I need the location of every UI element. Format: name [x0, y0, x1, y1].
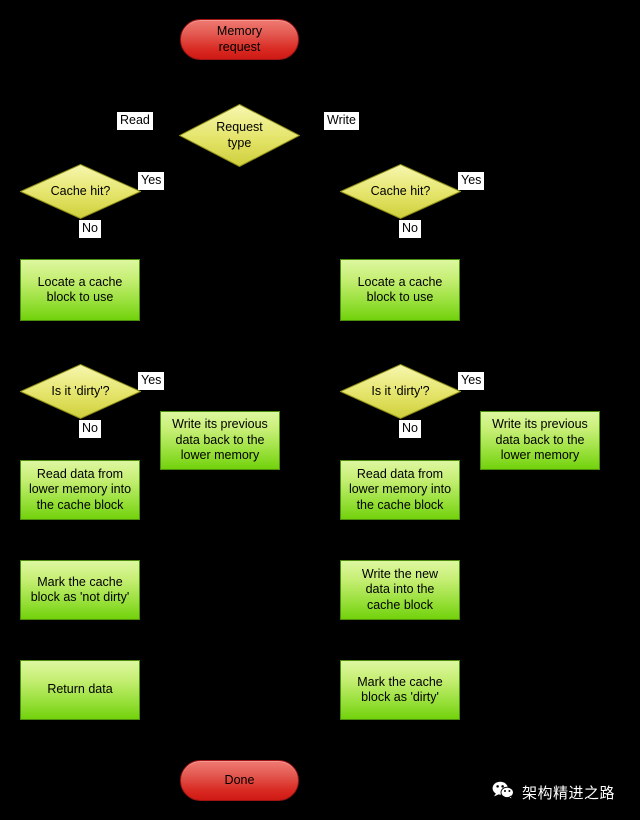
diamond-shape-icon	[340, 364, 461, 419]
watermark-text: 架构精进之路	[522, 784, 616, 802]
node-write-is-dirty-label: Is it 'dirty'?	[371, 383, 430, 398]
edge-label-read-dirty-no-text: No	[82, 421, 98, 435]
edge-label-write: Write	[324, 112, 359, 130]
connector-write-down	[400, 128, 401, 164]
node-done[interactable]: Done	[180, 760, 299, 801]
edge-label-write-hit-yes-text: Yes	[461, 173, 482, 187]
edge-label-read-hit-yes-text: Yes	[141, 173, 162, 187]
edge-label-read-dirty-no: No	[79, 420, 101, 438]
connector-read-locate-to-dirty	[80, 320, 81, 364]
connector-write-dirty-yes	[460, 396, 480, 397]
edge-label-read: Read	[117, 112, 153, 130]
edge-label-read-hit-no: No	[79, 220, 101, 238]
watermark: 架构精进之路	[492, 781, 615, 805]
diamond-shape-icon	[20, 164, 141, 219]
node-memory-request-label: Memory request	[216, 24, 263, 54]
node-write-writeback-label: Write its previous data back to the lowe…	[492, 417, 588, 463]
edge-label-write-hit-no-text: No	[402, 221, 418, 235]
edge-label-write-hit-yes: Yes	[458, 172, 485, 190]
edge-label-write-text: Write	[327, 113, 356, 127]
edge-label-write-hit-no: No	[399, 220, 421, 238]
connector-read-dirty-no	[80, 418, 81, 460]
edge-label-read-text: Read	[120, 113, 150, 127]
node-request-type-label: Request type	[216, 120, 263, 150]
edge-label-write-dirty-yes: Yes	[458, 372, 485, 390]
node-read-fill-block-label: Read data from lower memory into the cac…	[28, 466, 132, 512]
connector-write-dirty-yes-down	[480, 396, 481, 412]
node-read-cache-hit-label: Cache hit?	[50, 183, 111, 198]
edge-label-read-hit-yes: Yes	[138, 172, 165, 190]
node-write-writeback[interactable]: Write its previous data back to the lowe…	[480, 411, 600, 470]
connector-write-hit-no	[400, 218, 401, 260]
node-memory-request[interactable]: Memory request	[180, 19, 299, 60]
node-write-is-dirty[interactable]: Is it 'dirty'?	[340, 364, 461, 419]
node-write-cache-hit[interactable]: Cache hit?	[340, 164, 461, 219]
node-read-locate-block-label: Locate a cache block to use	[37, 274, 123, 305]
node-read-is-dirty-label: Is it 'dirty'?	[51, 383, 110, 398]
node-write-store-data[interactable]: Write the new data into the cache block	[340, 560, 460, 620]
node-read-writeback-label: Write its previous data back to the lowe…	[172, 417, 268, 463]
node-read-locate-block[interactable]: Locate a cache block to use	[20, 259, 140, 321]
edge-label-read-hit-no-text: No	[82, 221, 98, 235]
connector-read-dirty-yes-down	[160, 396, 161, 412]
node-read-mark-not-dirty-label: Mark the cache block as 'not dirty'	[30, 574, 130, 605]
node-write-store-data-label: Write the new data into the cache block	[361, 566, 439, 612]
connector-write-mark-to-done	[400, 720, 401, 780]
node-read-return-data-label: Return data	[47, 682, 113, 697]
edge-label-write-dirty-no: No	[399, 420, 421, 438]
node-request-type[interactable]: Request type	[179, 104, 300, 167]
connector-write-dirty-no	[400, 418, 401, 460]
connector-read-return-to-done	[80, 720, 81, 780]
node-write-fill-block[interactable]: Read data from lower memory into the cac…	[340, 460, 460, 520]
connector-read-to-done	[80, 780, 180, 781]
node-read-writeback[interactable]: Write its previous data back to the lowe…	[160, 411, 280, 470]
node-read-is-dirty[interactable]: Is it 'dirty'?	[20, 364, 141, 419]
connector-start-to-request-type	[239, 60, 240, 104]
edge-label-write-dirty-yes-text: Yes	[461, 373, 482, 387]
node-write-mark-dirty-label: Mark the cache block as 'dirty'	[357, 674, 443, 705]
connector-write-store-to-mark	[400, 620, 401, 660]
diamond-shape-icon	[20, 364, 141, 419]
wechat-icon	[492, 781, 514, 805]
node-write-mark-dirty[interactable]: Mark the cache block as 'dirty'	[340, 660, 460, 720]
connector-read-fill-to-mark	[80, 520, 81, 560]
diamond-shape-icon	[340, 164, 461, 219]
node-read-fill-block[interactable]: Read data from lower memory into the cac…	[20, 460, 140, 520]
edge-label-read-dirty-yes: Yes	[138, 372, 165, 390]
connector-read-mark-to-return	[80, 620, 81, 660]
edge-label-write-dirty-no-text: No	[402, 421, 418, 435]
connector-write-fill-to-store	[400, 520, 401, 560]
node-write-cache-hit-label: Cache hit?	[370, 183, 431, 198]
connector-write-locate-to-dirty	[400, 320, 401, 364]
node-read-mark-not-dirty[interactable]: Mark the cache block as 'not dirty'	[20, 560, 140, 620]
connector-read-hit-no	[80, 218, 81, 260]
node-write-fill-block-label: Read data from lower memory into the cac…	[348, 466, 452, 512]
node-done-label: Done	[224, 772, 255, 787]
diamond-shape-icon	[179, 104, 300, 167]
node-write-locate-block-label: Locate a cache block to use	[357, 274, 443, 305]
edge-label-read-dirty-yes-text: Yes	[141, 373, 162, 387]
node-read-return-data[interactable]: Return data	[20, 660, 140, 720]
node-write-locate-block[interactable]: Locate a cache block to use	[340, 259, 460, 321]
connector-write-to-done	[300, 780, 400, 781]
connector-read-down	[80, 128, 81, 164]
connector-read-dirty-yes	[140, 396, 160, 397]
node-read-cache-hit[interactable]: Cache hit?	[20, 164, 141, 219]
